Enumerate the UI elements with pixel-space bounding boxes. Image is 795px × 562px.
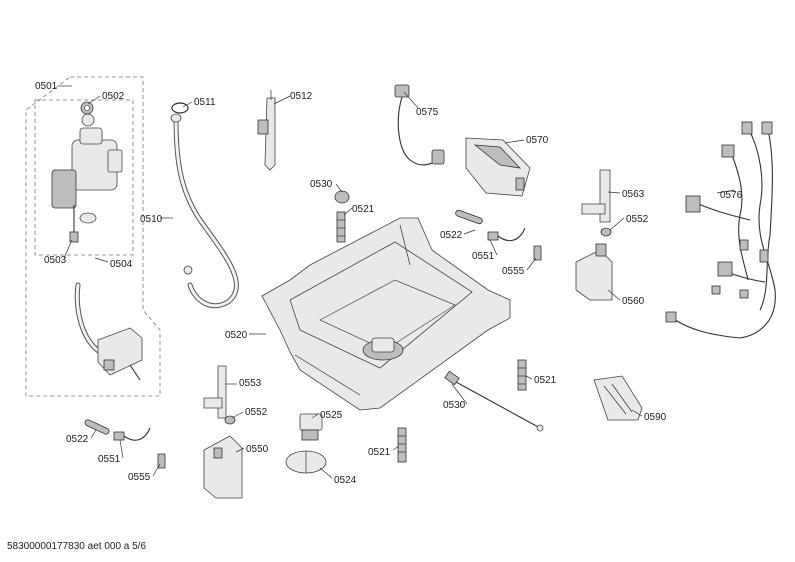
power-cable[interactable] xyxy=(394,84,445,166)
group-boundary-0504 xyxy=(34,99,134,256)
label-0522-bottom: 0522 xyxy=(66,434,89,445)
label-0590: 0590 xyxy=(644,412,667,423)
leader-lines xyxy=(58,85,736,479)
label-0503: 0503 xyxy=(44,255,67,266)
label-0504: 0504 xyxy=(110,259,133,270)
float-top[interactable] xyxy=(455,209,483,225)
hose-holder[interactable] xyxy=(257,90,276,171)
label-0552-bottom: 0552 xyxy=(245,407,268,418)
label-0570: 0570 xyxy=(526,135,549,146)
label-0551-bottom: 0551 xyxy=(98,454,121,465)
cover-0590[interactable] xyxy=(593,375,643,421)
group-boundary-0501 xyxy=(25,76,161,397)
label-0520: 0520 xyxy=(225,330,248,341)
spacer-top[interactable] xyxy=(533,245,542,261)
label-0511: 0511 xyxy=(194,97,216,108)
label-0553: 0553 xyxy=(239,378,262,389)
label-0575: 0575 xyxy=(416,107,439,118)
adjustable-foot-bottom[interactable] xyxy=(397,427,407,463)
label-0521-right: 0521 xyxy=(534,375,557,386)
adjustable-foot-top[interactable] xyxy=(336,211,346,243)
base-tub[interactable] xyxy=(261,217,511,411)
label-0560: 0560 xyxy=(622,296,645,307)
hose-clamp[interactable] xyxy=(171,102,189,114)
label-0576: 0576 xyxy=(720,190,743,201)
label-0512: 0512 xyxy=(290,91,313,102)
inlet-connector[interactable] xyxy=(97,327,143,381)
bowden-cable[interactable] xyxy=(444,370,544,432)
foot-cap[interactable] xyxy=(334,190,350,204)
bracket-bottom[interactable] xyxy=(203,365,227,419)
water-valve[interactable] xyxy=(51,101,123,243)
spacer-bottom[interactable] xyxy=(157,453,166,469)
label-0502: 0502 xyxy=(102,91,125,102)
label-0550: 0550 xyxy=(246,444,269,455)
label-0521-top: 0521 xyxy=(352,204,375,215)
float-bottom[interactable] xyxy=(84,419,110,435)
label-0563: 0563 xyxy=(622,189,645,200)
document-id: 58300000177830 aet 000 a 5/6 xyxy=(7,541,147,552)
hinge-0560[interactable] xyxy=(575,243,613,301)
cable-harness[interactable] xyxy=(665,121,776,339)
hinge-0550[interactable] xyxy=(203,435,243,499)
label-0555-bottom: 0555 xyxy=(128,472,151,483)
label-0522-top: 0522 xyxy=(440,230,463,241)
label-0501: 0501 xyxy=(35,81,58,92)
switch-bottom[interactable] xyxy=(113,427,151,441)
control-module[interactable] xyxy=(465,137,531,197)
label-0555-top: 0555 xyxy=(502,266,525,277)
clamp-0525[interactable] xyxy=(299,413,323,441)
label-0524: 0524 xyxy=(334,475,357,486)
label-0525: 0525 xyxy=(320,410,343,421)
label-0552-top: 0552 xyxy=(626,214,649,225)
label-0530-top: 0530 xyxy=(310,179,333,190)
label-0510: 0510 xyxy=(140,214,163,225)
adjustable-foot-right[interactable] xyxy=(517,359,527,391)
label-0530-bottom: 0530 xyxy=(443,400,466,411)
label-0551-top: 0551 xyxy=(472,251,495,262)
disc-0524[interactable] xyxy=(285,450,327,474)
switch-top[interactable] xyxy=(487,227,526,242)
drain-hose[interactable] xyxy=(170,113,239,309)
clip-0552-top[interactable] xyxy=(600,227,612,237)
label-0521-bottom: 0521 xyxy=(368,447,391,458)
bracket-top[interactable] xyxy=(581,169,611,223)
